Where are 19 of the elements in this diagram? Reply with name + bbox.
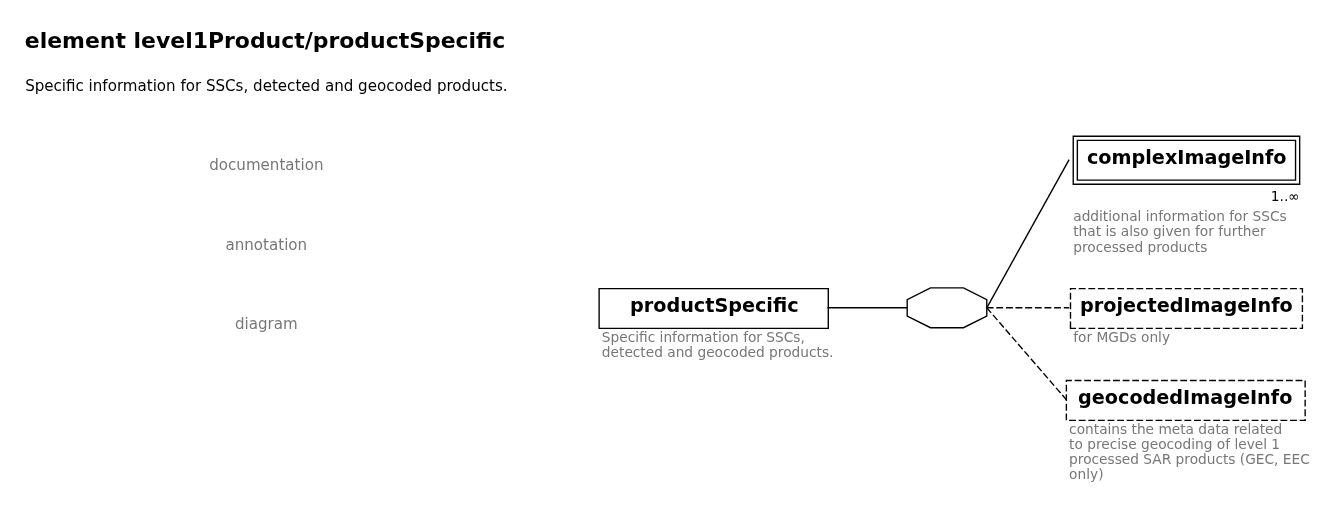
connector: [826, 306, 908, 308]
label: diagram: [235, 314, 298, 333]
node-label: Specific information for SSCs, detected and geocoded products.: [601, 328, 834, 360]
node-box: productSpecific: [598, 287, 829, 329]
connector: [986, 306, 1068, 400]
node-box: geocodedImageInfo: [1065, 379, 1306, 421]
node-box: complexImageInfo: [1072, 135, 1301, 185]
node-box: projectedImageInfo: [1069, 287, 1304, 329]
node-label: contains the meta data related to precise geocoding of level 1 processed SAR products (GEC, EEC only): [1069, 420, 1310, 482]
diagram-title: element level1Product/productSpecific: [24, 27, 506, 53]
connector: [986, 158, 1070, 308]
label: annotation: [225, 235, 308, 254]
node-label: for MGDs only: [1073, 328, 1171, 345]
connector: [986, 306, 1070, 308]
node-octagon: [906, 286, 988, 328]
label: documentation: [209, 155, 324, 174]
node-label: 1..∞: [1270, 187, 1300, 204]
label: Specific information for SSCs, detected and geocoded products.: [25, 76, 508, 95]
node-label: additional information for SSCs that is also given for further processed products: [1073, 207, 1287, 255]
